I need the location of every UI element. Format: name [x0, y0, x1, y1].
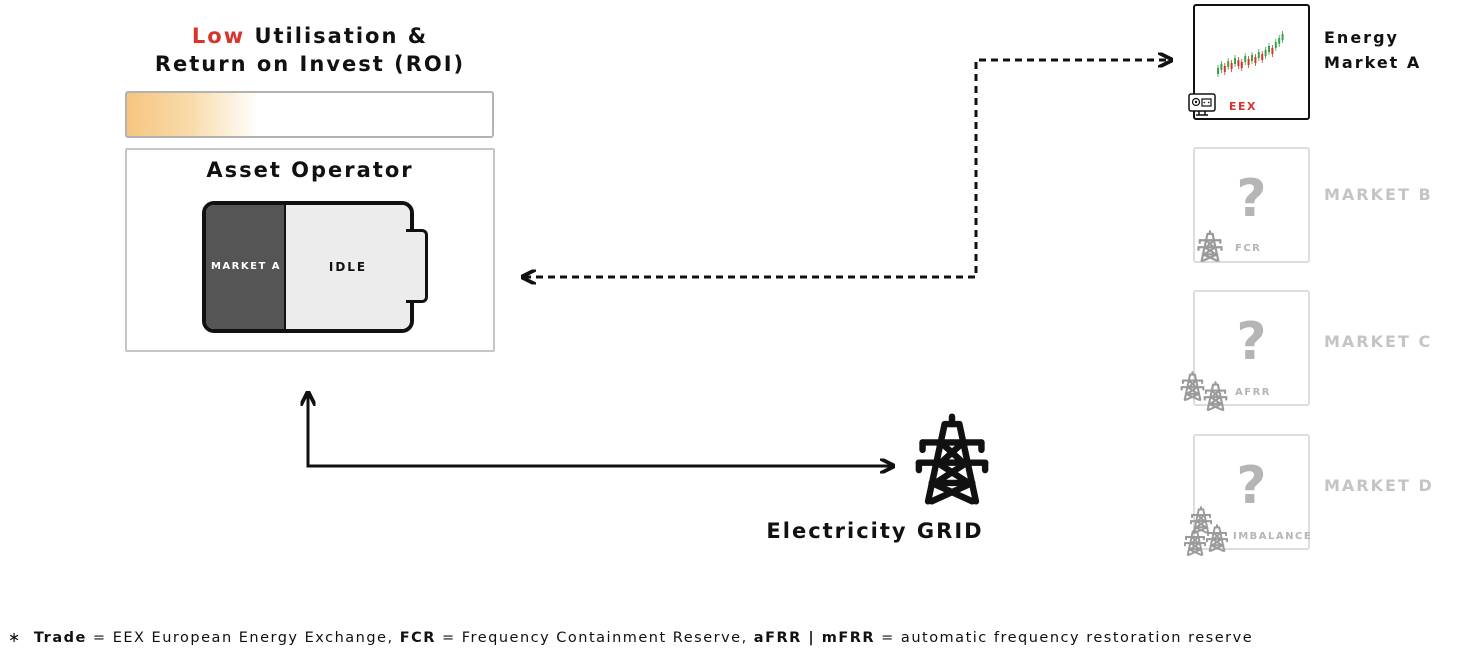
power-tower-icon — [1203, 381, 1228, 411]
candle-body — [1254, 57, 1257, 63]
footnote-term-fcr: FCR — [399, 630, 436, 646]
candle-body — [1234, 58, 1236, 64]
battery-terminal — [406, 229, 428, 303]
candle-body — [1240, 62, 1243, 68]
market-a-name-line2: Market A — [1324, 53, 1422, 72]
market-a-card: EEX — [1193, 4, 1310, 120]
roi-title-rest: Utilisation & — [254, 24, 429, 48]
stock-chart-icon — [1217, 31, 1284, 77]
market-a-tag: EEX — [1229, 100, 1258, 113]
power-tower-icon — [1183, 528, 1207, 556]
candle-body — [1230, 63, 1233, 69]
asset-operator-title: Asset Operator — [206, 158, 414, 182]
roi-gauge-bar — [125, 91, 494, 138]
candle-body — [1237, 60, 1240, 66]
candle-body — [1227, 61, 1230, 67]
candle-body — [1274, 42, 1277, 48]
market-a-name: Energy Market A — [1324, 25, 1421, 75]
footnote-def-fcr: = Frequency Containment Reserve, — [435, 630, 754, 646]
footnote-star: ∗ — [8, 630, 22, 646]
power-tower-icon — [1205, 524, 1229, 552]
market-c-name: MARKET C — [1324, 332, 1433, 351]
candle-body — [1223, 66, 1226, 72]
market-d-name: MARKET D — [1324, 476, 1434, 495]
trading-monitor-icon — [1188, 93, 1216, 116]
roi-title-line2: Return on Invest (ROI) — [154, 52, 466, 76]
market-a-name-line1: Energy — [1324, 28, 1399, 47]
market-b-placeholder: ? — [1236, 169, 1267, 229]
footnote-term-trade: Trade — [33, 630, 87, 646]
candle-body — [1247, 59, 1250, 65]
footnote-term-afrr: aFRR | mFRR — [753, 630, 876, 646]
candle-body — [1257, 52, 1260, 58]
power-tower-icon — [1180, 371, 1205, 401]
market-c-tag: AFRR — [1235, 387, 1271, 398]
market-d-placeholder: ? — [1236, 456, 1267, 516]
market-b-tag: FCR — [1235, 243, 1262, 254]
dashed-trade-connector — [524, 60, 1170, 277]
candle-body — [1244, 56, 1247, 62]
market-b-name: MARKET B — [1324, 185, 1433, 204]
market-d-tag: IMBALANCE — [1233, 531, 1313, 542]
power-tower-icon — [914, 413, 990, 505]
market-c-placeholder: ? — [1236, 312, 1267, 372]
power-tower-icon — [1197, 230, 1223, 262]
candle-body — [1268, 46, 1270, 52]
market-b-card: ? FCR — [1193, 147, 1310, 263]
footnote-def-trade: = EEX European Energy Exchange, — [86, 630, 400, 646]
electricity-grid-label: Electricity GRID — [766, 519, 984, 543]
battery-segment-market: MARKET A — [206, 205, 284, 329]
market-d-card: ? IMBALANCE — [1193, 434, 1313, 550]
footnote-def-afrr: = automatic frequency restoration reserv… — [875, 630, 1254, 646]
roi-title-highlight: Low — [191, 24, 246, 48]
candle-body — [1271, 48, 1274, 54]
candle-body — [1278, 38, 1281, 44]
asset-operator-box — [125, 148, 495, 352]
battery-segment-idle: IDLE — [284, 205, 410, 329]
candle-body — [1281, 34, 1284, 40]
grid-connector — [308, 394, 892, 466]
footnote: ∗ Trade = EEX European Energy Exchange, … — [8, 630, 1253, 646]
candle-body — [1261, 54, 1264, 60]
roi-title: Low Utilisation & Return on Invest (ROI) — [120, 22, 500, 78]
candle-body — [1264, 50, 1267, 56]
candle-body — [1217, 68, 1219, 74]
candle-body — [1220, 64, 1223, 70]
candle-body — [1251, 55, 1253, 61]
